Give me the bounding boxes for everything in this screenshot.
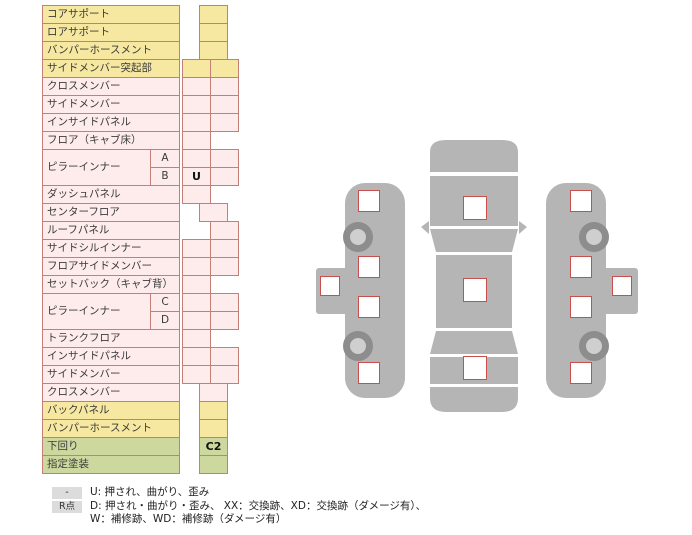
damage-marker-layer	[300, 130, 660, 420]
damage-cell[interactable]	[210, 95, 239, 114]
wheel-icon	[343, 222, 373, 252]
damage-cell[interactable]	[199, 23, 228, 42]
part-label: セットバック（キャブ背）	[42, 275, 180, 294]
damage-cell[interactable]	[199, 383, 228, 402]
damage-cell[interactable]	[182, 149, 211, 168]
damage-cell[interactable]	[210, 365, 239, 384]
damage-marker-top-view[interactable]	[463, 278, 487, 302]
damage-cell[interactable]	[182, 185, 211, 204]
part-label: バンパーホースメント	[42, 41, 180, 60]
right-mirror-icon	[519, 221, 527, 234]
damage-cell[interactable]	[182, 257, 211, 276]
part-label: コアサポート	[42, 5, 180, 24]
damage-cell[interactable]	[182, 365, 211, 384]
frame-parts-table: コアサポートロアサポートバンパーホースメントサイドメンバー突起部クロスメンバーサ…	[42, 5, 254, 480]
part-label: トランクフロア	[42, 329, 180, 348]
damage-marker-left-view[interactable]	[358, 256, 380, 278]
damage-marker-right-view[interactable]	[612, 276, 632, 296]
damage-cell[interactable]	[210, 347, 239, 366]
legend-row: R点 D: 押され・曲がり・歪み、 XX：交換跡、XD：交換跡（ダメージ有）、W…	[52, 500, 440, 526]
windshield-shape	[430, 229, 518, 252]
wheel-icon	[343, 331, 373, 361]
damage-cell[interactable]	[182, 239, 211, 258]
damage-cell[interactable]	[182, 131, 211, 150]
rear-window-shape	[430, 331, 518, 354]
legend-key-dash: -	[52, 487, 82, 499]
damage-marker-left-view[interactable]	[358, 190, 380, 212]
legend-text-r: D: 押され・曲がり・歪み、 XX：交換跡、XD：交換跡（ダメージ有）、W：補修…	[90, 500, 427, 525]
damage-cell[interactable]	[210, 311, 239, 330]
damage-cell[interactable]	[199, 5, 228, 24]
left-mirror-icon	[421, 221, 429, 234]
damage-cell[interactable]	[182, 293, 211, 312]
part-label: フロア（キャブ床）	[42, 131, 180, 150]
rear-bumper-shape	[430, 387, 518, 412]
part-label: サイドメンバー	[42, 95, 180, 114]
damage-marker-right-view[interactable]	[570, 256, 592, 278]
damage-cell[interactable]	[210, 239, 239, 258]
part-label: バックパネル	[42, 401, 180, 420]
part-label: インサイドパネル	[42, 113, 180, 132]
part-label: ロアサポート	[42, 23, 180, 42]
part-label: ピラーインナー	[42, 293, 151, 330]
part-label: サイドメンバー	[42, 365, 180, 384]
damage-marker-top-view[interactable]	[463, 196, 487, 220]
damage-cell[interactable]	[210, 221, 239, 240]
part-label: フロアサイドメンバー	[42, 257, 180, 276]
damage-cell[interactable]	[199, 41, 228, 60]
damage-cell[interactable]	[199, 455, 228, 474]
part-label: クロスメンバー	[42, 383, 180, 402]
damage-cell[interactable]	[210, 257, 239, 276]
damage-cell[interactable]	[182, 77, 211, 96]
sub-row-label: D	[150, 311, 180, 330]
damage-cell[interactable]	[182, 113, 211, 132]
damage-marker-left-view[interactable]	[358, 362, 380, 384]
damage-cell[interactable]	[210, 167, 239, 186]
damage-cell[interactable]	[199, 203, 228, 222]
legend-row: - U: 押され、曲がり、歪み	[52, 486, 440, 499]
part-label: ダッシュパネル	[42, 185, 180, 204]
sub-row-label: A	[150, 149, 180, 168]
part-label: ピラーインナー	[42, 149, 151, 186]
damage-cell[interactable]	[182, 95, 211, 114]
damage-marker-left-view[interactable]	[320, 276, 340, 296]
car-diagram	[300, 130, 660, 420]
damage-cell[interactable]	[199, 419, 228, 438]
damage-marker-right-view[interactable]	[570, 190, 592, 212]
wheel-icon	[579, 222, 609, 252]
damage-cell[interactable]	[210, 113, 239, 132]
legend: - U: 押され、曲がり、歪み R点 D: 押され・曲がり・歪み、 XX：交換跡…	[52, 486, 440, 527]
sub-row-label: B	[150, 167, 180, 186]
front-bumper-shape	[430, 140, 518, 172]
damage-cell[interactable]: U	[182, 167, 211, 186]
damage-cell[interactable]	[182, 311, 211, 330]
damage-cell[interactable]	[182, 347, 211, 366]
part-label: 指定塗装	[42, 455, 180, 474]
legend-text-u: U: 押され、曲がり、歪み	[90, 486, 210, 498]
part-label: 下回り	[42, 437, 180, 456]
damage-cell[interactable]	[199, 401, 228, 420]
damage-cell[interactable]	[210, 293, 239, 312]
damage-marker-right-view[interactable]	[570, 296, 592, 318]
damage-marker-left-view[interactable]	[358, 296, 380, 318]
damage-cell[interactable]	[182, 329, 211, 348]
part-label: サイドシルインナー	[42, 239, 180, 258]
damage-cell[interactable]	[182, 275, 211, 294]
part-label: ルーフパネル	[42, 221, 180, 240]
damage-cell[interactable]	[210, 59, 239, 78]
part-label: センターフロア	[42, 203, 180, 222]
part-label: サイドメンバー突起部	[42, 59, 180, 78]
part-label: バンパーホースメント	[42, 419, 180, 438]
damage-marker-top-view[interactable]	[463, 356, 487, 380]
damage-cell[interactable]	[210, 77, 239, 96]
damage-cell[interactable]: C2	[199, 437, 228, 456]
wheel-icon	[579, 331, 609, 361]
sub-row-label: C	[150, 293, 180, 312]
legend-key-rpoint: R点	[52, 501, 82, 513]
damage-marker-right-view[interactable]	[570, 362, 592, 384]
damage-cell[interactable]	[210, 149, 239, 168]
damage-cell[interactable]	[182, 59, 211, 78]
part-label: クロスメンバー	[42, 77, 180, 96]
part-label: インサイドパネル	[42, 347, 180, 366]
